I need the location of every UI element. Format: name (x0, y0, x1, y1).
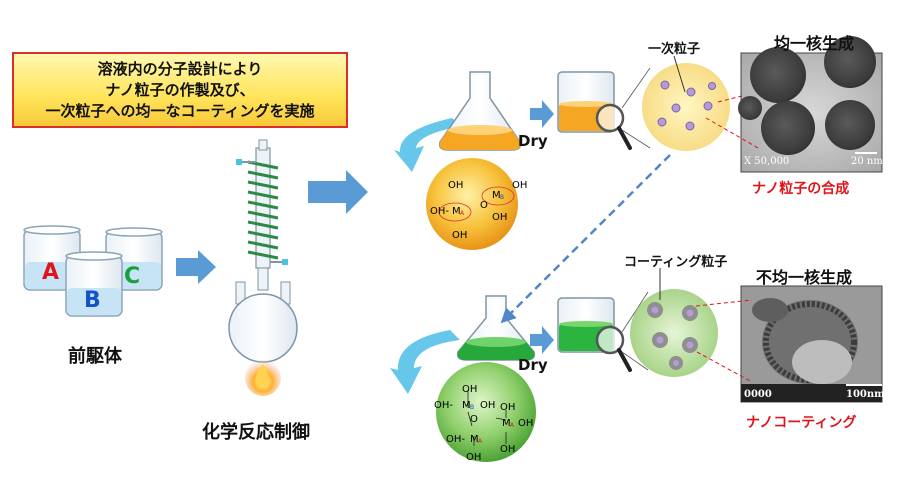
dashed-coating-arrow (500, 154, 671, 324)
red-dash-line (705, 117, 759, 149)
mol-text: OH (466, 452, 482, 463)
zoom-line (621, 129, 651, 149)
mol-text: OH- (434, 400, 453, 411)
beaker-b-label: B (84, 288, 101, 313)
mol-text: O (470, 414, 478, 425)
arrow-bottom-to-dry (530, 326, 554, 354)
mol-text: M (492, 190, 501, 201)
mol-text: OH- (446, 434, 465, 445)
mol-text: A (478, 438, 483, 445)
tem-image-top (738, 36, 883, 173)
nanocoating-label: ナノコーティング (746, 415, 857, 431)
arrow-precursor-to-reactor (176, 250, 216, 284)
primary-particle-label: 一次粒子 (648, 42, 701, 57)
tem-title-bottom: 不均一核生成 (756, 268, 853, 287)
mol-text: O (480, 200, 488, 211)
mol-text: A (510, 422, 515, 429)
precursor-label: 前駆体 (68, 346, 122, 367)
mol-text: B (470, 404, 475, 411)
flask-green (456, 295, 536, 361)
round-bottom-flask (228, 267, 298, 363)
arrow-top-to-dry (530, 100, 554, 128)
molecule-circle-orange (426, 158, 518, 250)
summary-banner: 溶液内の分子設計により ナノ粒子の作製及び、 一次粒子への均一なコーティングを実… (12, 52, 348, 128)
mol-text: A (460, 210, 465, 217)
curve-arrow-bottom (390, 330, 460, 394)
primary-particles (657, 80, 716, 131)
red-dash-line (696, 351, 753, 383)
reflux-condenser (236, 139, 288, 269)
zoom-line (621, 351, 649, 371)
dry-label-top: Dry (518, 132, 548, 150)
tem-image-bottom (740, 285, 883, 403)
banner-line-3: 一次粒子への均一なコーティングを実施 (45, 101, 315, 120)
mol-text: M (462, 400, 471, 411)
tem-scale-right-bottom: 100nm (846, 389, 885, 400)
beaker-c-label: C (124, 264, 141, 289)
label-pointer (673, 55, 686, 93)
coated-particles (647, 302, 698, 370)
zoom-line (621, 67, 651, 109)
mol-text: OH (500, 444, 516, 455)
red-dash-line (695, 299, 753, 307)
mol-text: OH (518, 418, 534, 429)
arrow-reactor-to-routes (308, 170, 368, 214)
mol-text: OH (500, 402, 516, 413)
tem-scale-left-top: X 50,000 (744, 156, 790, 167)
banner-line-2: ナノ粒子の作製及び、 (105, 80, 255, 99)
primary-particle-circle (642, 63, 730, 151)
mol-text: OH (480, 400, 496, 411)
molecule-circle-green (436, 362, 536, 462)
mol-text: M (502, 418, 511, 429)
dry-label-bottom: Dry (518, 356, 548, 374)
molecule-highlight (481, 186, 515, 206)
beaker-b (65, 251, 123, 317)
flask-orange (438, 71, 522, 151)
mol-text: B (500, 194, 505, 201)
mol-text: M (452, 206, 461, 217)
tem-scale-left-bottom: 0000 (744, 389, 772, 400)
mol-text: OH- (430, 206, 449, 217)
mol-text: OH (462, 384, 478, 395)
mol-text: OH (448, 180, 464, 191)
curve-arrow-top (394, 118, 462, 172)
tem-scale-right-top: 20 nm (851, 156, 883, 167)
mol-text: M (470, 434, 479, 445)
banner-line-1: 溶液内の分子設計により (97, 59, 263, 78)
beaker-a-label: A (42, 260, 60, 285)
magnifier-icon (595, 325, 632, 372)
molecule-highlight (438, 202, 472, 222)
magnifier-icon (595, 103, 632, 150)
nanoparticle-synthesis-label: ナノ粒子の合成 (752, 181, 850, 197)
reaction-control-label: 化学反応制御 (202, 422, 310, 443)
coated-particle-label: コーティング粒子 (624, 255, 728, 270)
flame-core (255, 364, 269, 390)
zoom-line (621, 291, 649, 333)
mol-text: OH (452, 230, 468, 241)
mol-text: OH (492, 212, 508, 223)
tem-title-top: 均一核生成 (774, 34, 855, 53)
molecule-bonds (467, 390, 507, 446)
mol-text: OH (512, 180, 528, 191)
